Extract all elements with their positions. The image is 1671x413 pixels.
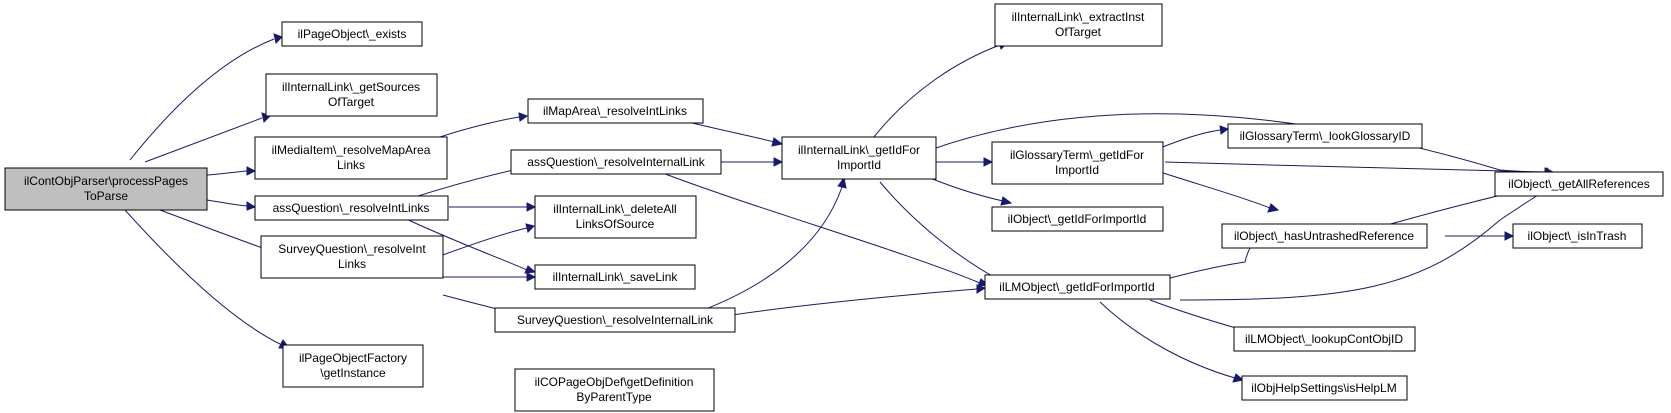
node-il-get-id[interactable]: ilInternalLink\_getIdFor ImportId (781, 136, 937, 180)
node-copage-def[interactable]: ilCOPageObjDef\getDefinition ByParentTyp… (514, 368, 715, 412)
node-glossary-get-id[interactable]: ilGlossaryTerm\_getIdFor ImportId (991, 141, 1164, 185)
node-media-resolve-line-2: Links (337, 158, 365, 172)
edge-root-to-media-resolve (206, 166, 257, 176)
edge-survey-int-to-save-link (443, 272, 537, 282)
node-help-lm-label: ilObjHelpSettings\isHelpLM (1251, 381, 1396, 395)
edge-root-to-page-factory (124, 209, 290, 349)
node-lookup-cont-label: ilLMObject\_lookupContObjID (1245, 332, 1403, 346)
edge-survey-int-to-delete-all (439, 223, 535, 257)
edge-ass-internal-to-il-get-id (720, 157, 784, 167)
edge-il-get-id-to-extract (869, 40, 1008, 143)
node-root-line-2: ToParse (84, 189, 128, 203)
nodes: ilContObjParser\processPages ToParse ilP… (4, 3, 1664, 412)
node-media-resolve-line-1: ilMediaItem\_resolveMapArea (272, 143, 431, 157)
node-il-extract[interactable]: ilInternalLink\_extractInst OfTarget (994, 3, 1163, 47)
node-il-get-id-line-2: ImportId (837, 158, 881, 172)
node-glossary-lookup-label: ilGlossaryTerm\_lookGlossaryID (1240, 129, 1411, 143)
node-page-exists-label: ilPageObject\_exists (298, 27, 407, 41)
node-all-refs[interactable]: ilObject\_getAllReferences (1494, 171, 1664, 197)
node-survey-resolve-int-line-1: SurveyQuestion\_resolveInt (278, 242, 426, 256)
edge-glossary-to-untrashed (1159, 171, 1280, 213)
node-glossary-lookup[interactable]: ilGlossaryTerm\_lookGlossaryID (1227, 123, 1423, 149)
edge-media-to-maparea (439, 112, 529, 138)
node-glossary-get-id-line-1: ilGlossaryTerm\_getIdFor (1010, 148, 1144, 162)
edge-ass-int-to-delete-all (449, 202, 537, 212)
edge-survey-internal-to-lm-get-id (731, 284, 987, 316)
node-in-trash-label: ilObject\_isInTrash (1528, 229, 1627, 243)
node-page-exists[interactable]: ilPageObject\_exists (281, 21, 423, 47)
node-delete-all-line-2: LinksOfSource (576, 217, 655, 231)
node-delete-all-line-1: ilInternalLink\_deleteAll (553, 202, 676, 216)
edge-glossary-to-lookup (1154, 125, 1230, 151)
edge-ass-int-to-save-link (399, 215, 537, 274)
edge-root-to-page-exists (129, 33, 283, 161)
node-copage-def-line-1: ilCOPageObjDef\getDefinition (535, 375, 694, 389)
node-save-link[interactable]: ilInternalLink\_saveLink (534, 264, 696, 290)
edge-il-get-id-to-glossary (935, 157, 994, 167)
node-ass-resolve-int[interactable]: assQuestion\_resolveIntLinks (254, 195, 449, 221)
edge-ass-internal-to-lm-get-id (659, 171, 990, 287)
node-delete-all[interactable]: ilInternalLink\_deleteAll LinksOfSource (534, 195, 697, 239)
node-copage-def-line-2: ByParentType (576, 390, 652, 404)
edge-lm-to-help-lm (1099, 301, 1245, 383)
node-survey-resolve-internal[interactable]: SurveyQuestion\_resolveInternalLink (494, 307, 736, 333)
node-maparea-resolve[interactable]: ilMapArea\_resolveIntLinks (527, 98, 704, 124)
edge-il-get-id-to-lm-get-id (879, 181, 1013, 288)
node-media-resolve[interactable]: ilMediaItem\_resolveMapArea Links (254, 136, 448, 180)
node-il-extract-line-2: OfTarget (1055, 25, 1102, 39)
node-root[interactable]: ilContObjParser\processPages ToParse (4, 167, 208, 211)
node-lm-get-id[interactable]: ilLMObject\_getIdForImportId (984, 274, 1171, 300)
node-il-extract-line-1: ilInternalLink\_extractInst (1012, 10, 1145, 24)
edge-untrashed-to-in-trash (1445, 231, 1515, 241)
node-help-lm[interactable]: ilObjHelpSettings\isHelpLM (1241, 375, 1408, 401)
node-survey-resolve-int[interactable]: SurveyQuestion\_resolveInt Links (260, 235, 444, 279)
node-get-sources-line-1: ilInternalLink\_getSources (282, 80, 420, 94)
node-root-line-1: ilContObjParser\processPages (24, 174, 188, 188)
node-ass-resolve-internal-label: assQuestion\_resolveInternalLink (527, 155, 705, 169)
node-page-factory[interactable]: ilPageObjectFactory \getInstance (282, 344, 424, 388)
node-glossary-get-id-line-2: ImportId (1055, 163, 1099, 177)
node-in-trash[interactable]: ilObject\_isInTrash (1512, 223, 1643, 249)
node-survey-resolve-internal-label: SurveyQuestion\_resolveInternalLink (517, 313, 714, 327)
edge-root-to-ass-resolve-int (206, 199, 257, 211)
node-ass-resolve-int-label: assQuestion\_resolveIntLinks (273, 201, 430, 215)
node-obj-get-id[interactable]: ilObject\_getIdForImportId (991, 206, 1164, 232)
node-ass-resolve-internal[interactable]: assQuestion\_resolveInternalLink (510, 149, 722, 175)
node-maparea-resolve-label: ilMapArea\_resolveIntLinks (543, 104, 687, 118)
node-all-refs-label: ilObject\_getAllReferences (1508, 177, 1649, 191)
node-save-link-label: ilInternalLink\_saveLink (553, 270, 679, 284)
node-get-sources-line-2: OfTarget (328, 95, 375, 109)
node-page-factory-line-2: \getInstance (320, 366, 386, 380)
node-get-sources[interactable]: ilInternalLink\_getSources OfTarget (265, 73, 438, 117)
node-survey-resolve-int-line-2: Links (338, 257, 366, 271)
edge-maparea-to-il-get-id (679, 119, 784, 147)
node-il-get-id-line-1: ilInternalLink\_getIdFor (798, 143, 920, 157)
edge-il-get-id-to-obj-get-id (929, 177, 1013, 206)
node-lm-get-id-label: ilLMObject\_getIdForImportId (999, 280, 1154, 294)
node-untrashed-label: ilObject\_hasUntrashedReference (1234, 229, 1414, 243)
edge-survey-internal-to-il-get-id (689, 176, 847, 316)
node-page-factory-line-1: ilPageObjectFactory (299, 351, 407, 365)
node-lookup-cont[interactable]: ilLMObject\_lookupContObjID (1233, 326, 1416, 352)
node-untrashed[interactable]: ilObject\_hasUntrashedReference (1221, 223, 1428, 249)
node-obj-get-id-label: ilObject\_getIdForImportId (1008, 212, 1147, 226)
